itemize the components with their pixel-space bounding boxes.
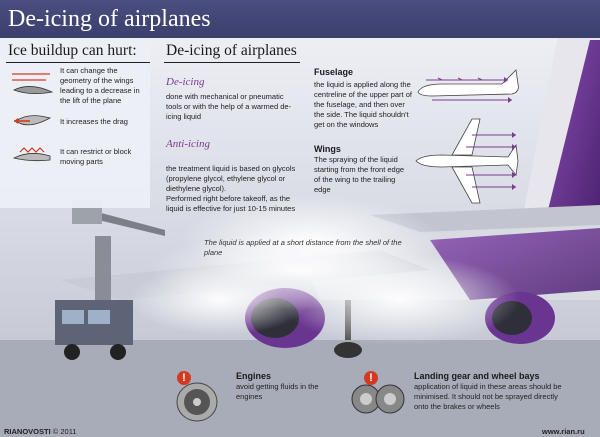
control-surface-icon (12, 147, 51, 162)
fuselage-title: Fuselage (314, 67, 354, 77)
engines-text: avoid getting fluids in the engines (236, 382, 319, 401)
engines-warning-icon: ! (177, 371, 191, 385)
gear-title: Landing gear and wheel bays (414, 371, 540, 381)
footer-site-link[interactable]: www.rian.ru (542, 427, 585, 436)
page-title: De-icing of airplanes (8, 6, 211, 32)
footer-copyright: RIANOVOSTI © 2011 (4, 427, 77, 436)
wheel-icon (351, 384, 405, 414)
fuselage-text: the liquid is applied along the centreli… (314, 80, 412, 129)
left-heading: Ice buildup can hurt: (8, 42, 137, 59)
gear-text: application of liquid in these areas sho… (414, 382, 562, 411)
left-item-moving-parts: It can restrict or block moving parts (60, 147, 132, 166)
wings-title: Wings (314, 144, 341, 154)
antiicing-text-2: Performed right before takeoff, as the l… (166, 194, 296, 213)
left-item-drag: It increases the drag (60, 117, 128, 126)
wing-airflow-icon (12, 73, 54, 94)
engine-icon (176, 382, 218, 422)
deicing-text: done with mechanical or pneumatic tools … (166, 92, 292, 121)
middle-heading-rule (164, 62, 300, 63)
brand-logo: RIANOVOSTI (4, 427, 51, 436)
middle-heading: De-icing of airplanes (166, 42, 297, 59)
engines-title: Engines (236, 371, 272, 381)
title-bar (0, 0, 600, 38)
wings-text: The spraying of the liquid starting from… (314, 155, 405, 194)
drag-icon (14, 115, 52, 126)
copyright-text: © 2011 (52, 427, 77, 436)
fuselage-diagram-icon (417, 69, 519, 103)
antiicing-text-1: the treatment liquid is based on glycols… (166, 164, 296, 193)
antiicing-title: Anti-icing (166, 138, 210, 150)
spray-caption: The liquid is applied at a short distanc… (204, 238, 402, 257)
wings-diagram-icon (415, 118, 519, 204)
left-item-geometry: It can change the geometry of the wings … (60, 66, 140, 105)
deicing-title: De-icing (166, 76, 205, 88)
left-heading-rule (6, 62, 150, 63)
gear-warning-icon: ! (364, 371, 378, 385)
